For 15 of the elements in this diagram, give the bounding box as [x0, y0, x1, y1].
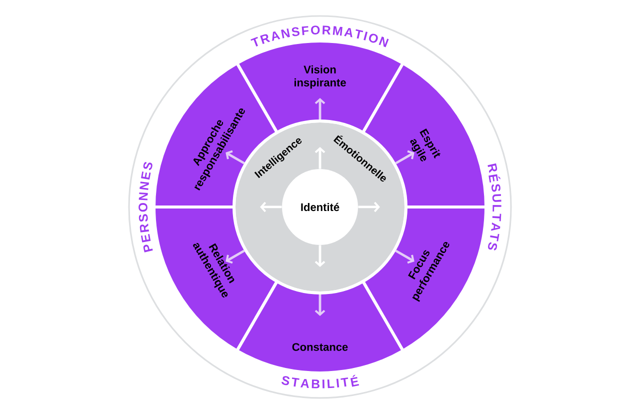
ring-label: STABILITÉ [282, 374, 359, 388]
sector: Constance [236, 280, 404, 374]
arrow [314, 245, 326, 267]
arrow [395, 250, 414, 264]
arrow [358, 202, 380, 212]
ring-label: RÉSULTATS [488, 163, 502, 250]
node-label: Constance [292, 343, 348, 351]
arrow [314, 146, 326, 169]
arrow [395, 150, 414, 164]
ring-label: PERSONNES [138, 162, 153, 252]
arrow [226, 150, 245, 164]
arrow [314, 294, 326, 316]
arrow [226, 250, 245, 264]
arrow [314, 98, 326, 120]
arrow [260, 202, 282, 212]
